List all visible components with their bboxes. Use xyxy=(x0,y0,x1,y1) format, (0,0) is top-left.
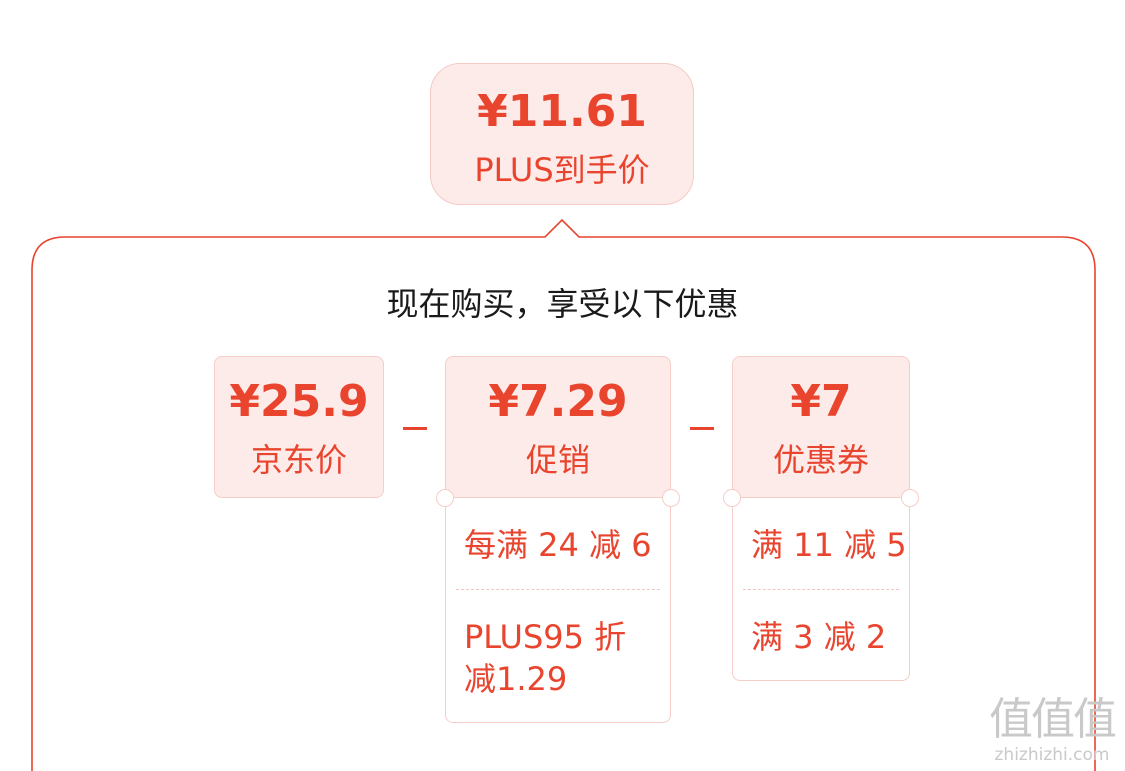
promotion-detail: 减1.29 xyxy=(464,660,568,698)
site-watermark: 值值值 zhizhizhi.com xyxy=(989,694,1117,766)
promotion-price: ¥7.29 xyxy=(488,376,628,427)
coupon-details: 满 11 减 5 满 3 减 2 xyxy=(732,498,910,681)
coupon-detail: 满 3 减 2 xyxy=(751,618,887,656)
promotion-label: 促销 xyxy=(525,441,590,479)
divider xyxy=(456,589,660,590)
coupon-card: ¥7 优惠券 xyxy=(732,356,910,498)
final-price-label: PLUS到手价 xyxy=(474,151,650,189)
ticket-notch xyxy=(723,489,741,507)
promotion-details: 每满 24 减 6 PLUS95 折 减1.29 xyxy=(445,498,671,723)
ticket-notch xyxy=(901,489,919,507)
final-price-bubble: ¥11.61 PLUS到手价 xyxy=(430,63,694,205)
promotion-detail: PLUS95 折 xyxy=(464,618,627,656)
ticket-notch xyxy=(436,489,454,507)
final-price: ¥11.61 xyxy=(477,86,647,137)
promotion-detail: 每满 24 减 6 xyxy=(464,526,652,564)
divider xyxy=(743,589,899,590)
jd-price-card: ¥25.9 京东价 xyxy=(214,356,384,498)
jd-price: ¥25.9 xyxy=(229,376,369,427)
promotion-card: ¥7.29 促销 xyxy=(445,356,671,498)
coupon-detail: 满 11 减 5 xyxy=(751,526,907,564)
jd-price-label: 京东价 xyxy=(250,441,347,479)
offer-headline: 现在购买，享受以下优惠 xyxy=(386,285,739,323)
ticket-notch xyxy=(662,489,680,507)
minus-sign xyxy=(403,427,427,430)
watermark-domain: zhizhizhi.com xyxy=(994,745,1110,765)
coupon-label: 优惠券 xyxy=(772,441,869,479)
minus-sign xyxy=(690,427,714,430)
watermark-logo-text: 值值值 xyxy=(989,694,1117,745)
coupon-price: ¥7 xyxy=(790,376,852,427)
